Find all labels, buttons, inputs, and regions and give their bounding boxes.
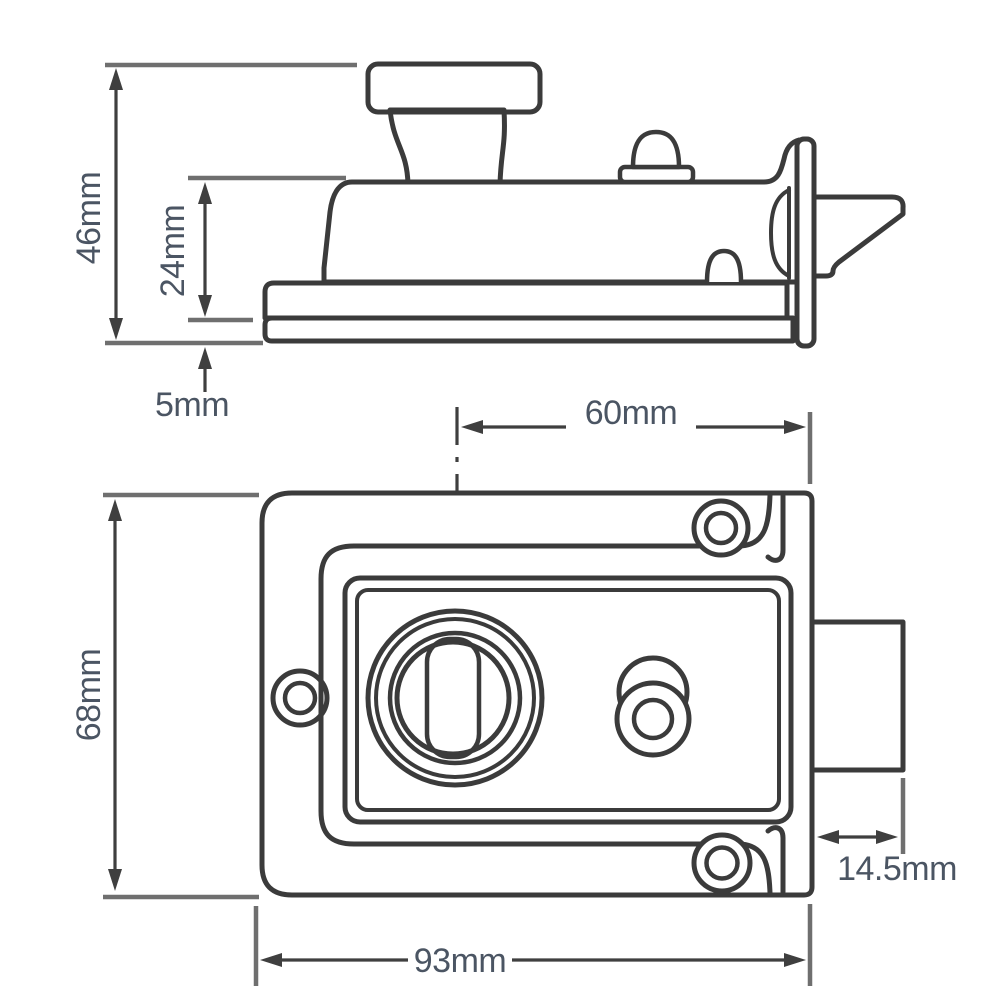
dim-label-front-height: 68mm [70,649,108,741]
latch-bolt-side [811,194,906,279]
snib-knob-face [631,697,675,741]
dim-label-case-height: 24mm [154,205,192,297]
dimension-case-depth: 14.5mm [817,778,957,888]
screw-bottom-right-inner [704,845,740,881]
case-boss-side [630,129,682,170]
face-panel-inner [355,588,781,812]
keep-lip-top [765,493,786,563]
cylinder-ring-outer [365,608,545,788]
dim-label-case-depth: 14.5mm [837,850,957,888]
dim-label-front-width: 93mm [414,942,506,980]
faceplate-side [794,136,817,349]
case-depth-box [809,619,906,773]
cylinder-rose [387,630,523,766]
thumbturn-knurled-icon [424,636,482,760]
lower-boss-side [704,248,744,285]
cylinder-rotor [394,639,512,757]
knurled-knob-icon [365,61,543,115]
dimension-total-height: 46mm [70,62,357,346]
keep-lip-bottom [765,825,786,895]
case-body-side [321,137,802,285]
screw-top-right-inner [703,510,739,546]
dimension-front-height: 68mm [70,492,259,900]
dim-label-total-height: 46mm [70,172,108,264]
side-profile-view [262,61,906,349]
cylinder-ring-mid [374,617,536,779]
face-panel-outer [342,575,794,825]
fixing-lug-hole-inner [282,680,318,716]
backplate-side [262,315,796,344]
dim-label-backplate-thickness: 5mm [155,386,229,424]
thumbturn-stem-side [387,107,507,187]
front-face-view [259,490,906,898]
dimension-backplate-thickness: 5mm [155,347,230,424]
dimension-case-height: 24mm [154,175,346,323]
case-flange-side [262,280,790,321]
dim-label-cylinder-centre: 60mm [585,394,677,432]
fixing-lug-hole [270,668,330,728]
cylinder-housing-profile [769,186,791,280]
dimension-front-width: 93mm [253,904,813,986]
case-step-frame [318,492,773,896]
